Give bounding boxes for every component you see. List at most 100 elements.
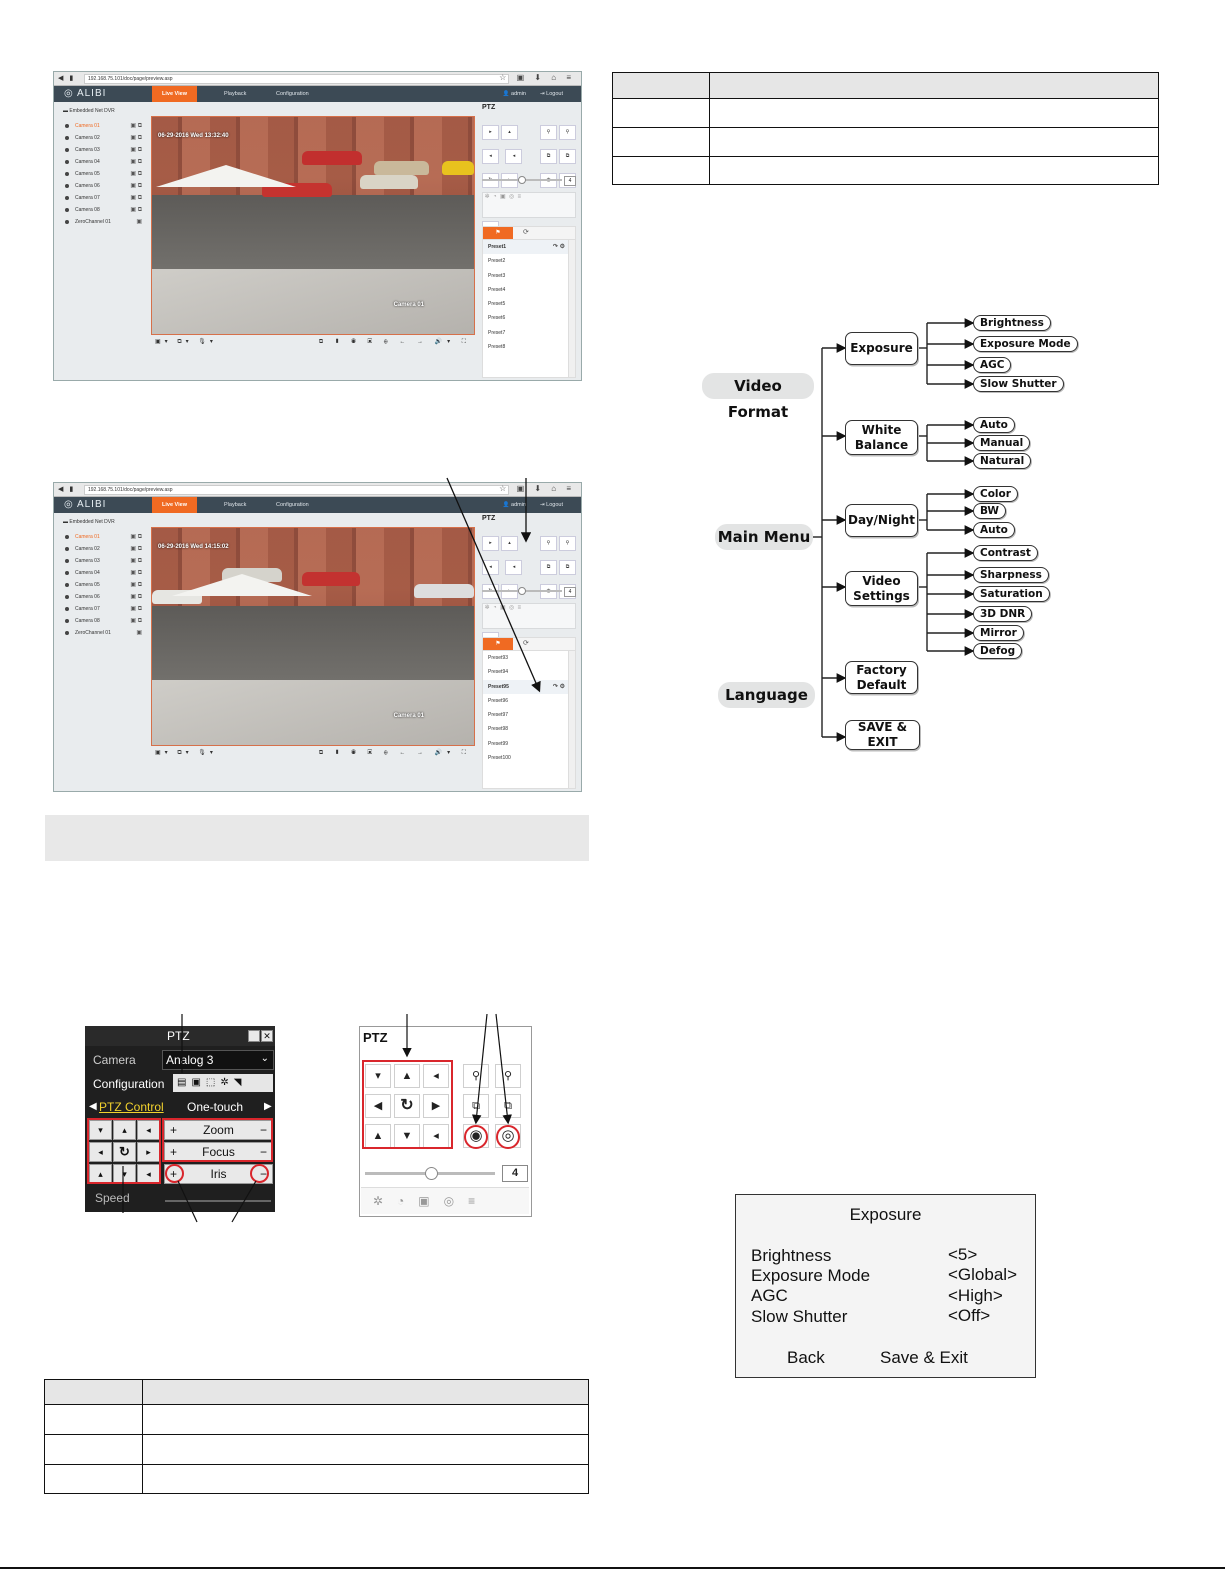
arrow-up-icon[interactable]: ▴	[501, 536, 518, 551]
camera-item[interactable]: Camera 05▣ ⧉	[63, 579, 148, 591]
camera-item[interactable]: Camera 06▣ ⧉	[63, 180, 148, 192]
tab-configuration[interactable]: Configuration	[276, 502, 309, 508]
preset-item[interactable]: Preset98	[488, 726, 509, 733]
address-bar[interactable]: 192.168.75.101/doc/page/preview.asp	[84, 485, 509, 495]
arrow-up-icon[interactable]: ▲	[394, 1064, 420, 1088]
user-menu[interactable]: 👤 admin	[502, 502, 526, 508]
camera-item[interactable]: Camera 02▣ ⧉	[63, 543, 148, 555]
osd-back-button[interactable]: Back	[787, 1348, 825, 1367]
preset-item[interactable]: Preset6	[488, 315, 506, 322]
preset-item[interactable]: Preset99	[488, 740, 509, 747]
focus-far-button[interactable]: −	[259, 1145, 267, 1159]
arrow-left-icon[interactable]: ◂	[505, 149, 523, 164]
preset-item[interactable]: Preset100	[488, 755, 511, 762]
zoom-control[interactable]: + Zoom −	[164, 1120, 273, 1140]
camera-item[interactable]: Camera 02▣ ⧉	[63, 132, 148, 144]
camera-item[interactable]: Camera 08▣ ⧉	[63, 615, 148, 627]
ptz-speed-slider[interactable]	[482, 176, 562, 184]
ptz-tool-row[interactable]: ✲◔▣◎≡	[361, 1187, 529, 1214]
osd-row-label[interactable]: Brightness	[751, 1246, 832, 1265]
camera-item[interactable]: Camera 06▣ ⧉	[63, 591, 148, 603]
arrow-up-right-icon[interactable]: ◂	[482, 149, 499, 164]
zoom-out-icon[interactable]: ⚲	[559, 536, 576, 551]
preset-item[interactable]: Preset97	[488, 712, 509, 719]
preset-item[interactable]: Preset2	[488, 258, 506, 265]
address-bar[interactable]: 192.168.75.101/doc/page/preview.asp	[84, 74, 509, 84]
camera-item[interactable]: Camera 01▣ ⧉	[63, 120, 148, 132]
zoom-out-button[interactable]: −	[259, 1123, 267, 1137]
browser-nav-icons[interactable]: ◀ ▮	[58, 75, 76, 82]
preset-tabs[interactable]: ⚑ ⟳	[482, 637, 576, 651]
auto-rotate-icon[interactable]: ↻	[113, 1142, 136, 1162]
preset-item[interactable]: Preset1↷ ⚙	[483, 240, 575, 255]
camera-item[interactable]: Camera 01▣ ⧉	[63, 531, 148, 543]
preset-item[interactable]: Preset95↷ ⚙	[483, 679, 575, 694]
preset-item[interactable]: Preset96	[488, 697, 509, 704]
arrow-up-left-icon[interactable]: ▾	[365, 1064, 391, 1088]
arrow-up-right-icon[interactable]: ◂	[423, 1064, 449, 1088]
arrow-up-left-icon[interactable]: ▾	[89, 1120, 112, 1140]
camera-item[interactable]: Camera 04▣ ⧉	[63, 156, 148, 168]
browser-tool-icons[interactable]: ☆ ▣ ⬇ ⌂ ≡	[499, 484, 575, 493]
user-menu[interactable]: 👤 admin	[502, 91, 526, 97]
camera-select[interactable]: Analog 3 ⌄	[162, 1050, 274, 1070]
preset-tabs[interactable]: ⚑ ⟳	[482, 226, 576, 240]
zoom-out-icon[interactable]: ⚲	[495, 1064, 521, 1088]
browser-nav-icons[interactable]: ◀ ▮	[58, 486, 76, 493]
tab-playback[interactable]: Playback	[224, 502, 247, 508]
preset-item[interactable]: Preset8	[488, 344, 506, 351]
arrow-up-icon[interactable]: ▴	[113, 1120, 136, 1140]
camera-item[interactable]: Camera 05▣ ⧉	[63, 168, 148, 180]
focus-near-icon[interactable]: ⧉	[540, 149, 557, 164]
camera-item[interactable]: ZeroChannel 01▣	[63, 627, 148, 639]
preset-item[interactable]: Preset93	[488, 655, 509, 661]
arrow-left-icon[interactable]: ◀	[365, 1094, 391, 1118]
speed-slider[interactable]	[365, 1167, 495, 1180]
zoom-in-icon[interactable]: ⚲	[463, 1064, 489, 1088]
arrow-up-left-icon[interactable]: ▸	[482, 536, 499, 551]
preset-item[interactable]: Preset5	[488, 301, 506, 308]
auto-rotate-icon[interactable]: ↻	[394, 1094, 420, 1118]
focus-near-icon[interactable]: ⧉	[540, 560, 557, 575]
video-toolbar[interactable]: ▣▾ ⧉▾ 🎙▾ ⧉ ▮ ◉ ▣ ⊕ ← → 🔊▾ ⛶	[151, 747, 475, 759]
preset-item[interactable]: Preset94	[488, 669, 509, 676]
tab-playback[interactable]: Playback	[224, 91, 247, 97]
arrow-left-icon[interactable]: ◂	[505, 560, 523, 575]
speed-slider-knob[interactable]	[425, 1167, 438, 1180]
arrow-up-left-icon[interactable]: ▸	[482, 125, 499, 140]
zoom-out-icon[interactable]: ⚲	[559, 125, 576, 140]
zoom-in-button[interactable]: +	[170, 1123, 178, 1137]
live-video-view[interactable]: 06-29-2016 Wed 14:15:02 Camera 01	[151, 527, 475, 746]
speed-slider[interactable]	[165, 1200, 271, 1202]
browser-tool-icons[interactable]: ☆ ▣ ⬇ ⌂ ≡	[499, 73, 575, 82]
minimize-icon[interactable]	[248, 1030, 260, 1042]
preset-item[interactable]: Preset4	[488, 286, 506, 293]
camera-item[interactable]: Camera 07▣ ⧉	[63, 192, 148, 204]
focus-far-icon[interactable]: ⧉	[559, 560, 576, 575]
zoom-in-icon[interactable]: ⚲	[540, 125, 557, 140]
osd-row-label[interactable]: AGC	[751, 1286, 788, 1305]
tab-configuration[interactable]: Configuration	[276, 91, 309, 97]
camera-item[interactable]: ZeroChannel 01▣	[63, 216, 148, 228]
preset-scrollbar[interactable]	[568, 240, 575, 377]
tab-one-touch[interactable]: One-touch	[187, 1100, 244, 1114]
arrow-down-left-icon[interactable]: ▲	[365, 1124, 391, 1148]
osd-save-exit-button[interactable]: Save & Exit	[880, 1348, 968, 1367]
arrow-down-icon[interactable]: ▼	[394, 1124, 420, 1148]
camera-item[interactable]: Camera 03▣ ⧉	[63, 555, 148, 567]
logout-link[interactable]: ⇥ Logout	[540, 502, 563, 508]
chevron-left-icon[interactable]: ◀	[89, 1101, 97, 1112]
osd-row-label[interactable]: Slow Shutter	[751, 1307, 848, 1326]
focus-control[interactable]: + Focus −	[164, 1142, 273, 1162]
live-video-view[interactable]: 06-29-2016 Wed 13:32:40 Camera 01	[151, 116, 475, 335]
arrow-up-icon[interactable]: ▴	[501, 125, 518, 140]
focus-far-icon[interactable]: ⧉	[559, 149, 576, 164]
preset-item[interactable]: Preset7	[488, 329, 506, 336]
tab-live-view[interactable]: Live View	[152, 497, 197, 513]
camera-item[interactable]: Camera 04▣ ⧉	[63, 567, 148, 579]
focus-near-button[interactable]: +	[170, 1145, 178, 1159]
tab-ptz-control[interactable]: PTZ Control	[99, 1100, 164, 1114]
video-toolbar[interactable]: ▣▾ ⧉▾ 🎙▾ ⧉ ▮ ◉ ▣ ⊕ ← → 🔊▾ ⛶	[151, 336, 475, 348]
configuration-icons[interactable]: ▤▣⬚✲◥	[173, 1074, 273, 1092]
arrow-right-icon[interactable]: ▶	[423, 1094, 449, 1118]
